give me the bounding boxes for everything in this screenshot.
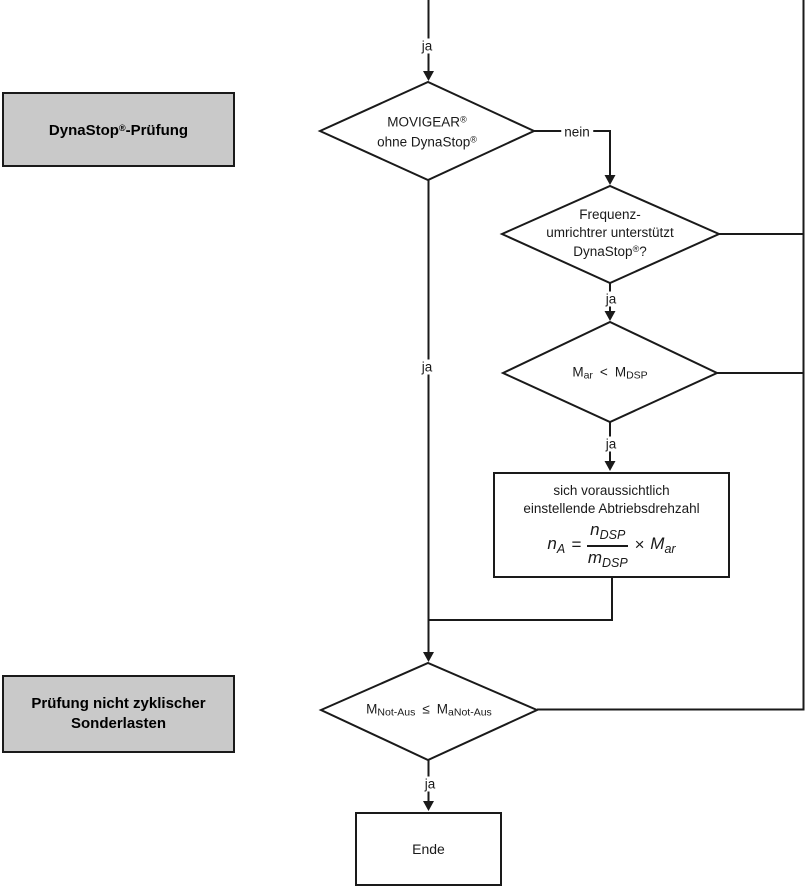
- formula-num-var: n: [590, 520, 600, 539]
- equals-sign: =: [571, 535, 582, 555]
- question-mark: ?: [639, 243, 647, 259]
- phase-box-dynastop-pruefung: DynaStop®-Prüfung: [2, 92, 235, 167]
- movigear-text: MOVIGEAR: [387, 114, 461, 130]
- formula-denominator: mDSP: [588, 547, 628, 571]
- dynastop-text: DynaStop: [573, 243, 633, 259]
- speed-formula: nA = nDSP mDSP × Mar: [547, 520, 676, 571]
- edge-right-rail: [537, 0, 805, 711]
- torque-lhs-sub: ar: [583, 369, 593, 382]
- arrowhead-into-notaus: [423, 652, 434, 662]
- arrowhead-into-ende: [423, 801, 434, 811]
- torque-rhs: M: [614, 364, 627, 380]
- decision-movigear-line2: ohne DynaStop®: [377, 131, 477, 151]
- decision-frequenzumrichter-shape: [499, 184, 722, 285]
- decision-frequenzumrichter-line2: umrichtrer unterstützt: [546, 224, 674, 240]
- ohne-dynastop-text: ohne DynaStop: [377, 134, 471, 149]
- arrowhead-into-frequenzumrichter: [604, 175, 616, 185]
- phase-box-sonderlasten-pruefung: Prüfung nicht zyklischer Sonderlasten: [2, 675, 235, 753]
- edge-label-ja-frequenzumrichter: ja: [602, 291, 620, 307]
- edge-nein-to-frequenzumrichter: [534, 130, 611, 175]
- decision-movigear-line1: MOVIGEAR®: [377, 112, 477, 132]
- phase-box-dynastop-label: DynaStop®-Prüfung: [49, 118, 188, 141]
- torque-lhs: M: [572, 364, 584, 380]
- edge-label-ja-main-rail: ja: [418, 359, 436, 375]
- multiplication-sign: ×: [634, 535, 645, 555]
- formula-lhs-sub: A: [556, 541, 566, 556]
- arrowhead-into-torque: [604, 311, 616, 321]
- formula-num-sub: DSP: [599, 528, 626, 542]
- notaus-rhs: M: [436, 701, 449, 717]
- terminator-box-ende: Ende: [355, 812, 502, 886]
- arrowhead-into-movigear: [423, 71, 434, 81]
- formula-factor: Mar: [650, 533, 676, 557]
- edge-label-nein: nein: [561, 124, 593, 140]
- decision-movigear-text: MOVIGEAR® ohne DynaStop®: [377, 112, 477, 151]
- registered-mark: ®: [460, 114, 467, 125]
- decision-notaus-text: MNot-Aus≤MaNot-Aus: [366, 700, 492, 722]
- formula-numerator: nDSP: [587, 520, 629, 547]
- formula-factor-sub: ar: [664, 541, 676, 556]
- formula-den-var: m: [587, 547, 602, 567]
- edge-label-ja-top: ja: [418, 38, 436, 54]
- decision-movigear-shape: [317, 80, 537, 182]
- decision-frequenzumrichter-line3: DynaStop®?: [546, 241, 674, 261]
- edge-process-return: [429, 578, 613, 621]
- phase-sonderlasten-line1: Prüfung nicht zyklischer: [31, 695, 206, 712]
- decision-notaus-shape: [318, 661, 540, 762]
- process-box-abtriebsdrehzahl: sich voraussichtlich einstellende Abtrie…: [493, 472, 730, 578]
- less-than-operator: <: [599, 364, 608, 380]
- formula-lhs-var: n: [547, 533, 557, 553]
- decision-torque-text: Mar<MDSP: [572, 363, 647, 385]
- decision-torque-shape: [500, 320, 720, 424]
- notaus-lhs: M: [366, 701, 378, 717]
- terminator-label: Ende: [412, 841, 445, 857]
- formula-den-sub: DSP: [601, 555, 628, 570]
- process-line2: einstellende Abtriebsdrehzahl: [523, 501, 700, 516]
- arrowhead-into-process: [604, 461, 616, 471]
- registered-mark: ®: [470, 134, 477, 144]
- torque-rhs-sub: DSP: [626, 369, 648, 382]
- less-equal-operator: ≤: [422, 701, 430, 717]
- formula-factor-var: M: [650, 533, 665, 553]
- phase-dynastop-suffix: -Prüfung: [125, 122, 189, 139]
- decision-frequenzumrichter-text: Frequenz- umrichtrer unterstützt DynaSto…: [546, 206, 674, 261]
- phase-sonderlasten-line2: Sonderlasten: [70, 715, 167, 732]
- notaus-lhs-sub: Not-Aus: [377, 706, 416, 719]
- edge-label-ja-notaus: ja: [421, 776, 439, 792]
- registered-mark: ®: [118, 123, 126, 133]
- edge-label-ja-torque: ja: [602, 436, 620, 452]
- notaus-rhs-sub: aNot-Aus: [448, 706, 492, 719]
- phase-dynastop-text: DynaStop: [48, 122, 119, 139]
- process-line1: sich voraussichtlich: [553, 483, 670, 498]
- formula-fraction: nDSP mDSP: [587, 520, 629, 571]
- registered-mark: ®: [632, 243, 640, 254]
- decision-frequenzumrichter-line1: Frequenz-: [579, 206, 641, 222]
- formula-lhs: nA: [547, 533, 566, 557]
